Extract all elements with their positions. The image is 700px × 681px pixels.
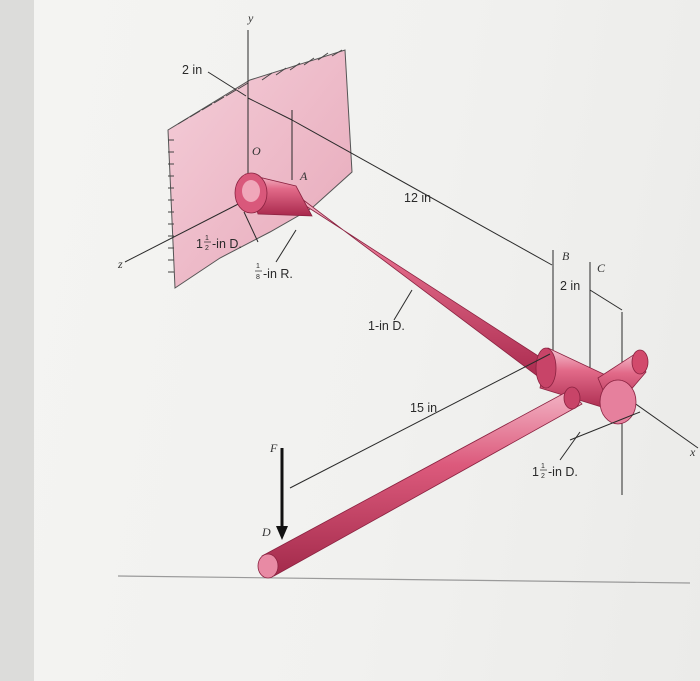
- twelve-in-dim-line: [291, 119, 553, 266]
- wall: [167, 49, 353, 289]
- shaft-dia-leader: [393, 289, 413, 321]
- shaft-diameter-label: 1-in D.: [368, 319, 405, 333]
- point-b-label: B: [562, 249, 570, 263]
- x-axis-label: x: [689, 445, 696, 459]
- point-a-label: A: [299, 169, 308, 183]
- floor-line: [117, 575, 691, 584]
- y-axis-label: y: [247, 11, 254, 25]
- textbook-page: [34, 0, 700, 681]
- two-in-dim-line: [589, 289, 623, 311]
- base-dia-leader: [243, 211, 259, 243]
- svg-text:1: 1: [196, 237, 203, 251]
- svg-text:-in R.: -in R.: [263, 267, 293, 281]
- svg-text:-in D.: -in D.: [548, 465, 578, 479]
- svg-text:-in D.: -in D.: [212, 237, 242, 251]
- end-x-line: [569, 411, 641, 441]
- z-axis-line: [124, 197, 251, 263]
- svg-text:1: 1: [541, 463, 545, 470]
- length-oa-b-label: 12 in: [404, 191, 431, 205]
- svg-text:1: 1: [256, 263, 260, 270]
- wall-offset-label: 2 in: [182, 63, 202, 77]
- end-diameter-label: 1 1 2 -in D.: [532, 463, 578, 480]
- svg-text:8: 8: [256, 274, 260, 281]
- length-b-c-label: 2 in: [560, 279, 580, 293]
- wall-offset-leader: [207, 71, 247, 97]
- fillet-leader: [275, 229, 297, 263]
- base-diameter-label: 1 1 2 -in D.: [196, 235, 242, 252]
- point-d-label: D: [261, 525, 271, 539]
- svg-text:2: 2: [541, 473, 545, 480]
- z-axis-label: z: [117, 257, 123, 271]
- fillet-radius-label: 1 8 -in R.: [255, 263, 293, 281]
- svg-text:1: 1: [205, 235, 209, 242]
- wall-offset-dim: [247, 97, 293, 121]
- point-c-label: C: [597, 261, 606, 275]
- svg-text:1: 1: [532, 465, 539, 479]
- svg-text:2: 2: [205, 245, 209, 252]
- crank-arm: [257, 386, 583, 579]
- force-arrow: [276, 448, 288, 540]
- force-label: F: [269, 441, 278, 455]
- x-axis-line: [629, 399, 699, 449]
- main-shaft: [234, 172, 649, 425]
- end-dia-leader: [559, 431, 581, 461]
- point-o-label: O: [252, 144, 261, 158]
- arm-length-label: 15 in: [410, 401, 437, 415]
- fifteen-in-dim-line: [289, 353, 551, 489]
